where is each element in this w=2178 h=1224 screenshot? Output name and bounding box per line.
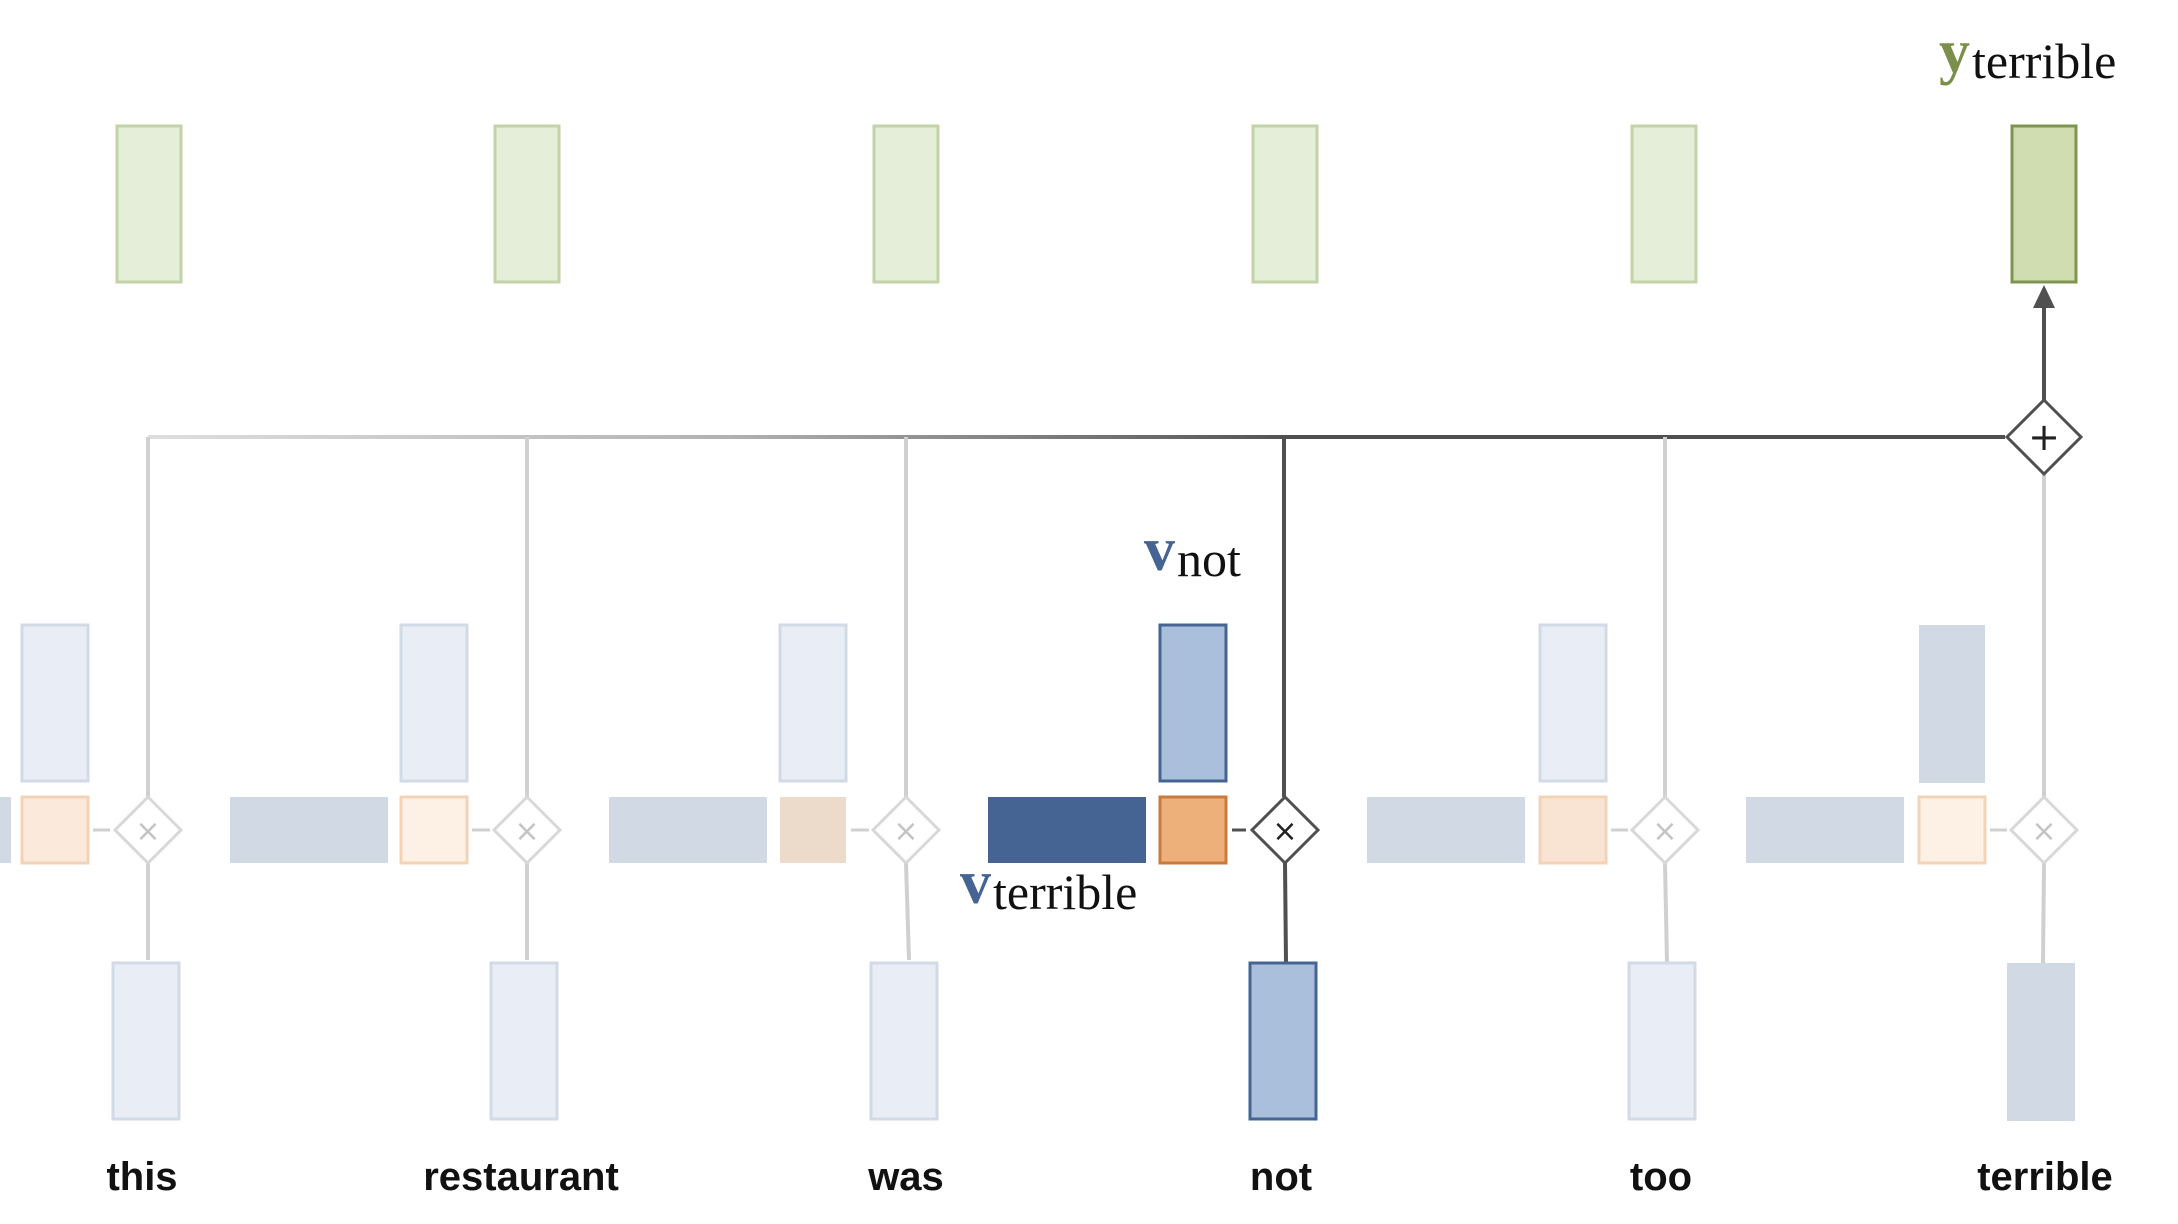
input-vector-was [869,961,939,1121]
value-vector-was [778,623,848,783]
down-line-terrible [2041,862,2046,964]
column-this: × this [0,124,184,1199]
column-was: × was [609,124,944,1199]
key-vector-this [0,797,11,863]
value-vector-this [20,623,90,783]
column-terrible: × terrible [1746,124,2113,1199]
multiply-icon: × [1272,814,1297,849]
input-vector-restaurant [489,961,559,1121]
input-vector-too [1627,961,1697,1121]
attention-weight-too [1538,795,1608,865]
attention-weight-this [20,795,90,865]
multiply-node-was [870,794,942,866]
value-vector-not-active [1158,623,1228,783]
input-vector-this [111,961,181,1121]
output-vector-terrible-active [2010,124,2078,284]
label-v-not: vnot [1144,516,1241,587]
word-terrible: terrible [1977,1155,2113,1199]
word-was: was [867,1155,944,1199]
down-line-not [1283,862,1288,964]
output-vector-was [872,124,940,284]
value-vector-terrible [1919,625,1985,783]
plus-icon: + [2028,415,2060,459]
multiply-icon: × [135,814,160,849]
word-restaurant: restaurant [423,1155,619,1199]
attention-weight-restaurant [399,795,469,865]
output-vector-not [1251,124,1319,284]
output-vector-this [115,124,183,284]
input-vector-not-active [1248,961,1318,1121]
key-vector-terrible-active [988,797,1146,863]
output-vector-too [1630,124,1698,284]
multiply-node-terrible [2008,794,2080,866]
output-vector-restaurant [493,124,561,284]
input-vector-terrible [2007,963,2075,1121]
multiply-node-restaurant [491,794,563,866]
key-vector-too [1367,797,1525,863]
multiply-icon: × [2031,814,2056,849]
attention-weight-terrible [1917,795,1987,865]
column-not: × not [988,124,1321,1199]
multiply-icon: × [893,814,918,849]
key-vector-restaurant [230,797,388,863]
key-vector-was [609,797,767,863]
multiply-icon: × [1652,814,1677,849]
column-restaurant: × restaurant [230,124,619,1199]
multiply-icon: × [514,814,539,849]
multiply-node-too [1629,794,1701,866]
arrow-up-icon [2033,285,2055,308]
word-this: this [106,1155,177,1199]
value-vector-restaurant [399,623,469,783]
multiply-node-this [112,794,184,866]
column-too: × too [1367,124,1701,1199]
attention-weight-not-active [1158,795,1228,865]
label-y-terrible: yterrible [1939,18,2116,89]
key-vector-terrible [1746,797,1904,863]
down-line-too [1663,862,1669,964]
attention-weight-was [780,797,846,863]
value-vector-too [1538,623,1608,783]
label-v-terrible: vterrible [960,849,1137,920]
word-too: too [1630,1155,1692,1199]
sum-node [2004,397,2084,477]
multiply-node-not [1249,794,1321,866]
word-not: not [1250,1155,1312,1199]
down-line-was [904,862,911,961]
